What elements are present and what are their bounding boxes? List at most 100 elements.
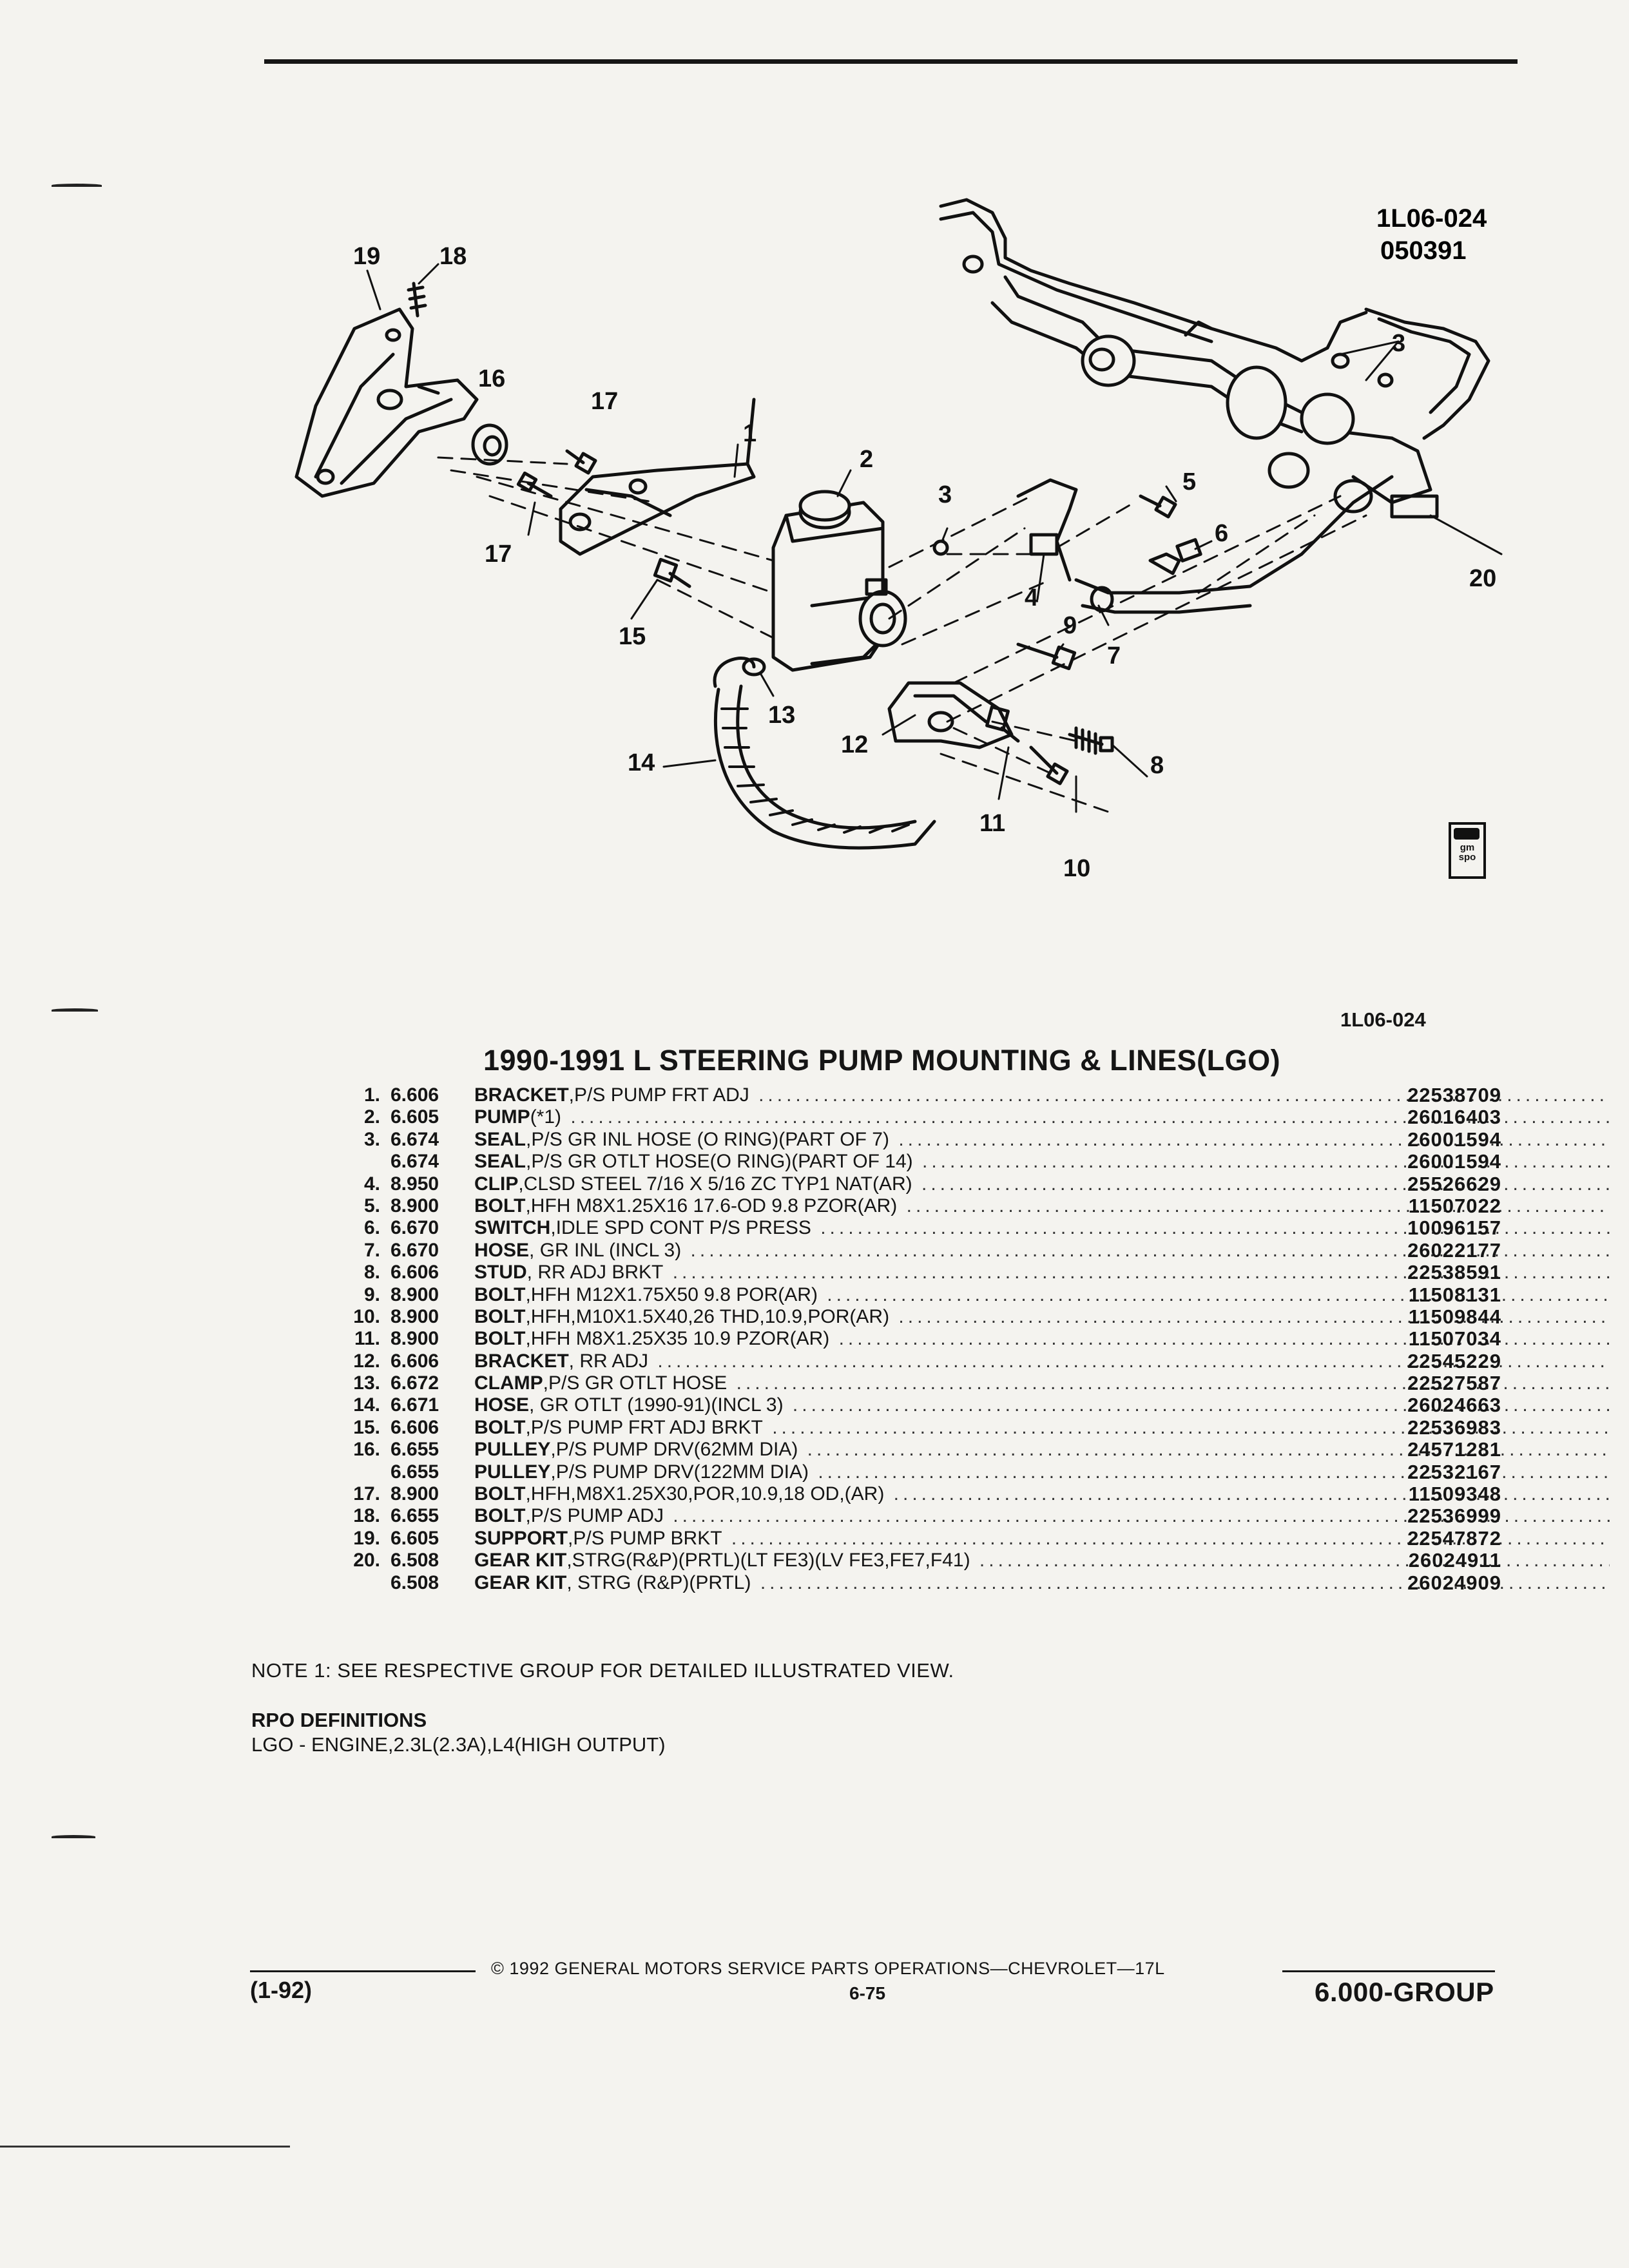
item-number: 9.: [363, 1283, 380, 1305]
part-detail: (*1): [530, 1106, 562, 1128]
margin-mark: [52, 1835, 95, 1838]
leader-dots: ........................................…: [921, 1173, 1610, 1195]
group-number: 6.606: [390, 1416, 439, 1438]
part-number: 22536983: [1407, 1416, 1501, 1439]
diagram-date-code: 050391: [1380, 236, 1466, 265]
callout-12: 12: [841, 731, 868, 758]
item-number: 10.: [353, 1305, 380, 1327]
part-name: CLAMP: [474, 1372, 543, 1394]
part-number: 10096157: [1407, 1216, 1501, 1240]
part-number: 26024911: [1408, 1549, 1501, 1572]
callout-6: 6: [1215, 520, 1228, 547]
part-name: PULLEY: [474, 1461, 551, 1483]
part-number: 22545229: [1407, 1349, 1501, 1372]
exploded-parts-diagram: 19 18 16 17 1 2 3 3 5 6 17 4 9 7 15 13 1…: [294, 198, 1503, 882]
part-number: 26001594: [1407, 1128, 1501, 1151]
group-number: 8.900: [390, 1195, 439, 1216]
group-number: 6.674: [390, 1151, 439, 1173]
part-description: SEAL,P/S GR INL HOSE (O RING)(PART OF 7)…: [474, 1129, 1610, 1151]
part-detail: ,STRG(R&P)(PRTL)(LT FE3)(LV FE3,FE7,F41): [566, 1550, 970, 1571]
footer-copyright: © 1992 GENERAL MOTORS SERVICE PARTS OPER…: [491, 1959, 1165, 1978]
margin-mark: [52, 1008, 98, 1012]
item-number: 6.: [363, 1217, 380, 1239]
leader-dots: ........................................…: [772, 1416, 1610, 1438]
part-description: SUPPORT,P/S PUMP BRKT ..................…: [474, 1528, 1610, 1550]
hose-clip-4: [1016, 478, 1078, 582]
leader-dots: ........................................…: [820, 1217, 1610, 1239]
part-description: PUMP(*1) ...............................…: [474, 1106, 1610, 1128]
part-detail: ,P/S PUMP BRKT: [568, 1527, 722, 1549]
footer-group: 6.000-GROUP: [1315, 1977, 1494, 2007]
leader-dots: ........................................…: [922, 1151, 1610, 1173]
part-name: BOLT: [474, 1416, 526, 1438]
group-number: 6.655: [390, 1505, 439, 1527]
note-1: NOTE 1: SEE RESPECTIVE GROUP FOR DETAILE…: [251, 1659, 954, 1682]
part-name: BOLT: [474, 1505, 526, 1527]
callout-13: 13: [768, 702, 795, 729]
part-name: BOLT: [474, 1283, 526, 1305]
part-name: HOSE: [474, 1394, 530, 1416]
item-number: 4.: [363, 1173, 380, 1195]
leader-dots: ........................................…: [906, 1195, 1610, 1216]
callout-19: 19: [353, 243, 380, 270]
part-description: BOLT,HFH M8X1.25X35 10.9 PZOR(AR) ......…: [474, 1328, 1610, 1350]
gm-spo-logo: gm spo: [1449, 822, 1486, 879]
callout-15: 15: [619, 623, 646, 650]
part-name: PUMP: [474, 1106, 530, 1128]
bolt-10: [1029, 745, 1069, 785]
footer-edition: (1-92): [250, 1977, 313, 2003]
part-description: GEAR KIT,STRG(R&P)(PRTL)(LT FE3)(LV FE3,…: [474, 1550, 1610, 1571]
item-number: 13.: [353, 1372, 380, 1394]
leader-dots: ........................................…: [673, 1505, 1610, 1527]
part-name: PULLEY: [474, 1439, 551, 1461]
callout-5: 5: [1182, 468, 1196, 495]
part-name: BOLT: [474, 1328, 526, 1350]
part-description: STUD, RR ADJ BRKT ......................…: [474, 1262, 1610, 1283]
callout-2: 2: [860, 446, 873, 473]
part-number: 11508131: [1408, 1283, 1501, 1306]
leader-dots: ........................................…: [898, 1128, 1610, 1150]
group-number: 6.606: [390, 1350, 439, 1372]
bolt-17-lower: [516, 471, 553, 498]
part-description: BOLT,HFH,M10X1.5X40,26 THD,10.9,POR(AR) …: [474, 1306, 1610, 1328]
support-bracket-19: [294, 307, 479, 498]
callout-16: 16: [478, 365, 505, 392]
leader-dots: ........................................…: [893, 1483, 1610, 1505]
part-description: GEAR KIT, STRG (R&P)(PRTL) .............…: [474, 1572, 1610, 1594]
part-number: 24571281: [1407, 1438, 1501, 1461]
group-number: 6.670: [390, 1239, 439, 1261]
part-name: BOLT: [474, 1305, 526, 1327]
leader-dots: ........................................…: [838, 1328, 1610, 1350]
callout-1: 1: [743, 420, 757, 447]
item-number: 18.: [353, 1505, 380, 1527]
callout-9: 9: [1063, 612, 1077, 639]
part-detail: , GR OTLT (1990-91)(INCL 3): [529, 1394, 784, 1416]
leader-dots: ........................................…: [827, 1283, 1610, 1305]
leader-dots: ........................................…: [792, 1394, 1610, 1416]
top-rule: [264, 59, 1518, 64]
margin-mark: [52, 184, 102, 187]
bolt-15: [653, 557, 691, 588]
part-detail: , RR ADJ: [568, 1350, 649, 1372]
gm-spo-logo-text: gm spo: [1458, 842, 1476, 863]
part-number: 11507034: [1408, 1327, 1501, 1350]
group-number: 6.674: [390, 1128, 439, 1150]
item-number: 14.: [353, 1394, 380, 1416]
part-detail: ,P/S PUMP FRT ADJ BRKT: [525, 1416, 763, 1438]
part-description: BRACKET,P/S PUMP FRT ADJ ...............…: [474, 1084, 1610, 1106]
callout-3-pump: 3: [938, 481, 952, 508]
leader-dots: ........................................…: [731, 1527, 1610, 1549]
part-detail: ,P/S GR OTLT HOSE: [543, 1372, 728, 1394]
clamp-13: [742, 657, 766, 677]
item-number: 16.: [353, 1439, 380, 1461]
rear-bracket-12: [887, 681, 1014, 749]
part-description: BOLT,HFH,M8X1.25X30,POR,10.9,18 OD,(AR) …: [474, 1483, 1610, 1505]
part-number: 22532167: [1407, 1460, 1501, 1483]
